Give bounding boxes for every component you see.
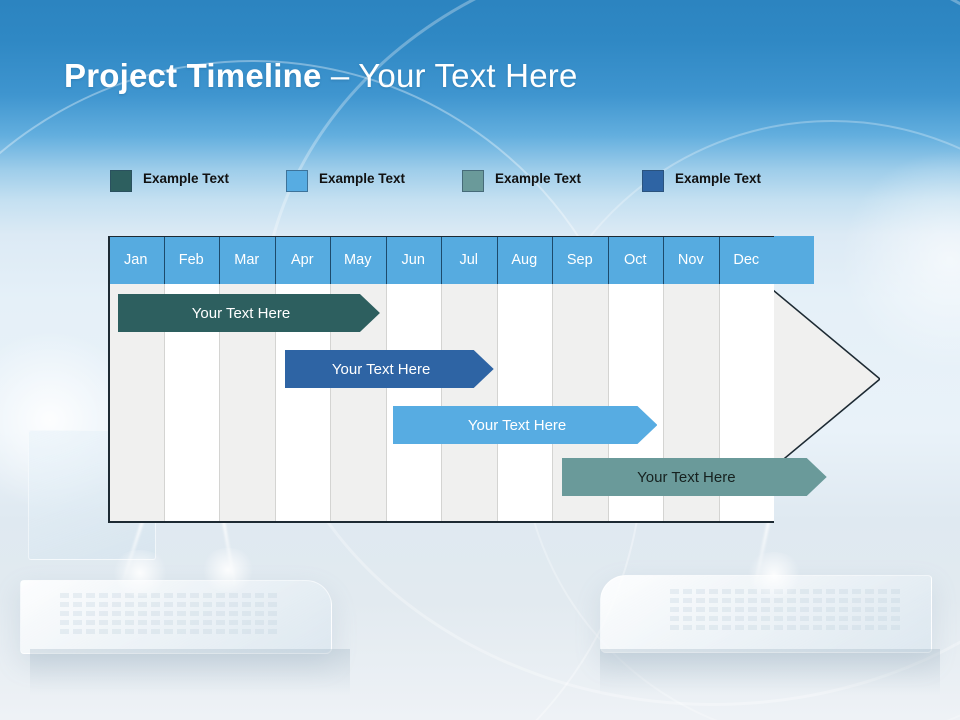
month-header-label: Sep [566,252,593,268]
month-header-label: Mar [234,252,260,268]
month-header-label: Nov [677,252,704,268]
timeline-bar-2[interactable]: Your Text Here [285,350,494,388]
month-header-divider [219,236,220,284]
legend-color-swatch [642,170,664,192]
keyboard-glow [110,550,170,596]
keyboard-glow [745,552,803,598]
month-header-aug[interactable]: Aug [496,236,552,284]
timeline-bar-label: Your Text Here [191,304,291,322]
timeline-bar-label: Your Text Here [331,360,431,378]
month-header-label: Aug [511,252,538,268]
timeline-bar-label: Your Text Here [467,416,567,434]
month-header-label: Dec [733,252,760,268]
month-header-divider [607,236,609,284]
month-header-divider [385,236,387,284]
timeline-bar-1[interactable]: Your Text Here [118,294,380,332]
timeline-bar-3[interactable]: Your Text Here [393,406,658,444]
month-header-may[interactable]: May [330,236,386,284]
grid-border [108,236,774,237]
grid-border [108,521,774,523]
column-divider [496,284,498,522]
column-divider [385,284,387,522]
legend-label: Example Text [675,171,762,186]
legend-color-swatch [286,170,308,192]
month-header-divider [330,236,331,284]
month-header-divider [496,236,498,284]
laptop-left-image [20,545,350,695]
column-divider [552,284,553,522]
title-strong: Project Timeline [64,57,322,94]
month-header-divider [274,236,276,284]
legend-label: Example Text [319,171,406,186]
column-divider [663,284,664,522]
timeline-bar-4[interactable]: Your Text Here [562,458,827,496]
column-divider [607,284,609,522]
column-divider [441,284,442,522]
month-header-apr[interactable]: Apr [274,236,330,284]
month-header-label: Jun [401,252,425,268]
legend-color-swatch [110,170,132,192]
legend-label: Example Text [495,171,582,186]
month-header-divider [441,236,442,284]
column-divider [718,284,720,522]
month-header-label: Oct [623,252,647,268]
month-header-label: Feb [178,252,204,268]
month-header-nov[interactable]: Nov [663,236,719,284]
keyboard-glow [200,548,256,592]
timeline-bar-label: Your Text Here [637,468,736,486]
month-header-divider [718,236,720,284]
legend-label: Example Text [143,171,230,186]
month-header-oct[interactable]: Oct [607,236,663,284]
month-header-sep[interactable]: Sep [552,236,608,284]
month-header-label: Apr [290,252,314,268]
month-header-mar[interactable]: Mar [219,236,275,284]
month-header-label: May [344,252,372,268]
legend-color-swatch [462,170,484,192]
month-header-extension [774,236,814,284]
column-divider [219,284,220,522]
month-header-label: Jul [459,252,479,268]
month-header-divider [552,236,553,284]
month-header-dec[interactable]: Dec [718,236,774,284]
column-divider [163,284,165,522]
month-header-feb[interactable]: Feb [163,236,219,284]
month-header-label: Jan [124,252,148,268]
title-light: – Your Text Here [321,57,578,94]
timeline-chart: Jan Feb Mar Apr May Jun Jul Aug Sep Oct Nov Dec You… [108,236,880,523]
grid-border [108,236,110,522]
month-header-divider [663,236,664,284]
page-title: Project Timeline – Your Text Here [64,57,578,95]
laptop-right-image [600,545,950,695]
month-header-jan[interactable]: Jan [108,236,164,284]
month-header-divider [163,236,165,284]
month-header-jul[interactable]: Jul [441,236,497,284]
column-divider [330,284,331,522]
column-divider [274,284,276,522]
month-header-jun[interactable]: Jun [385,236,441,284]
